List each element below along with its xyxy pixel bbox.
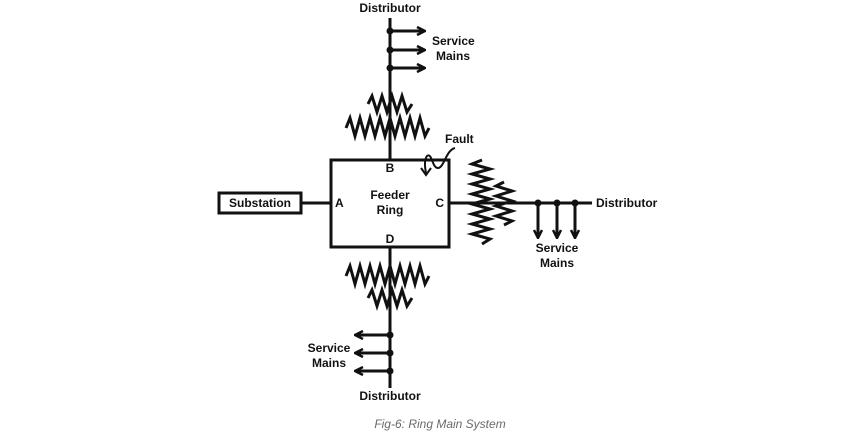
node-b-label: B [386, 161, 395, 175]
right-service-mains-2: Mains [540, 256, 574, 270]
bottom-service-mains-2: Mains [312, 356, 346, 370]
figure-caption: Fig-6: Ring Main System [374, 417, 505, 431]
node-a-label: A [335, 196, 344, 210]
bottom-zigzag-lower [366, 284, 414, 312]
feeder-ring-label-1: Feeder [370, 188, 410, 202]
top-zigzag-lower [344, 112, 431, 142]
fault-arrowhead-icon [420, 167, 432, 177]
right-service-mains-1: Service [536, 241, 579, 255]
right-zigzag-left [466, 158, 496, 246]
fault-label: Fault [445, 132, 474, 146]
fault-lightning-icon [424, 147, 456, 174]
top-zigzag-upper [366, 90, 414, 118]
top-service-mains-2: Mains [436, 49, 470, 63]
top-distributor-label: Distributor [359, 1, 421, 15]
bottom-service-mains-1: Service [308, 341, 351, 355]
bottom-zigzag-upper [344, 260, 431, 290]
top-service-mains-1: Service [432, 34, 475, 48]
feeder-ring-label-2: Ring [377, 203, 404, 217]
node-d-label: D [386, 232, 395, 246]
right-zigzag-right [490, 180, 518, 227]
node-c-label: C [435, 196, 444, 210]
feeder-ring-box [329, 158, 451, 249]
right-distributor-label: Distributor [596, 196, 658, 210]
substation-label: Substation [229, 196, 291, 210]
bottom-distributor-label: Distributor [359, 389, 421, 403]
